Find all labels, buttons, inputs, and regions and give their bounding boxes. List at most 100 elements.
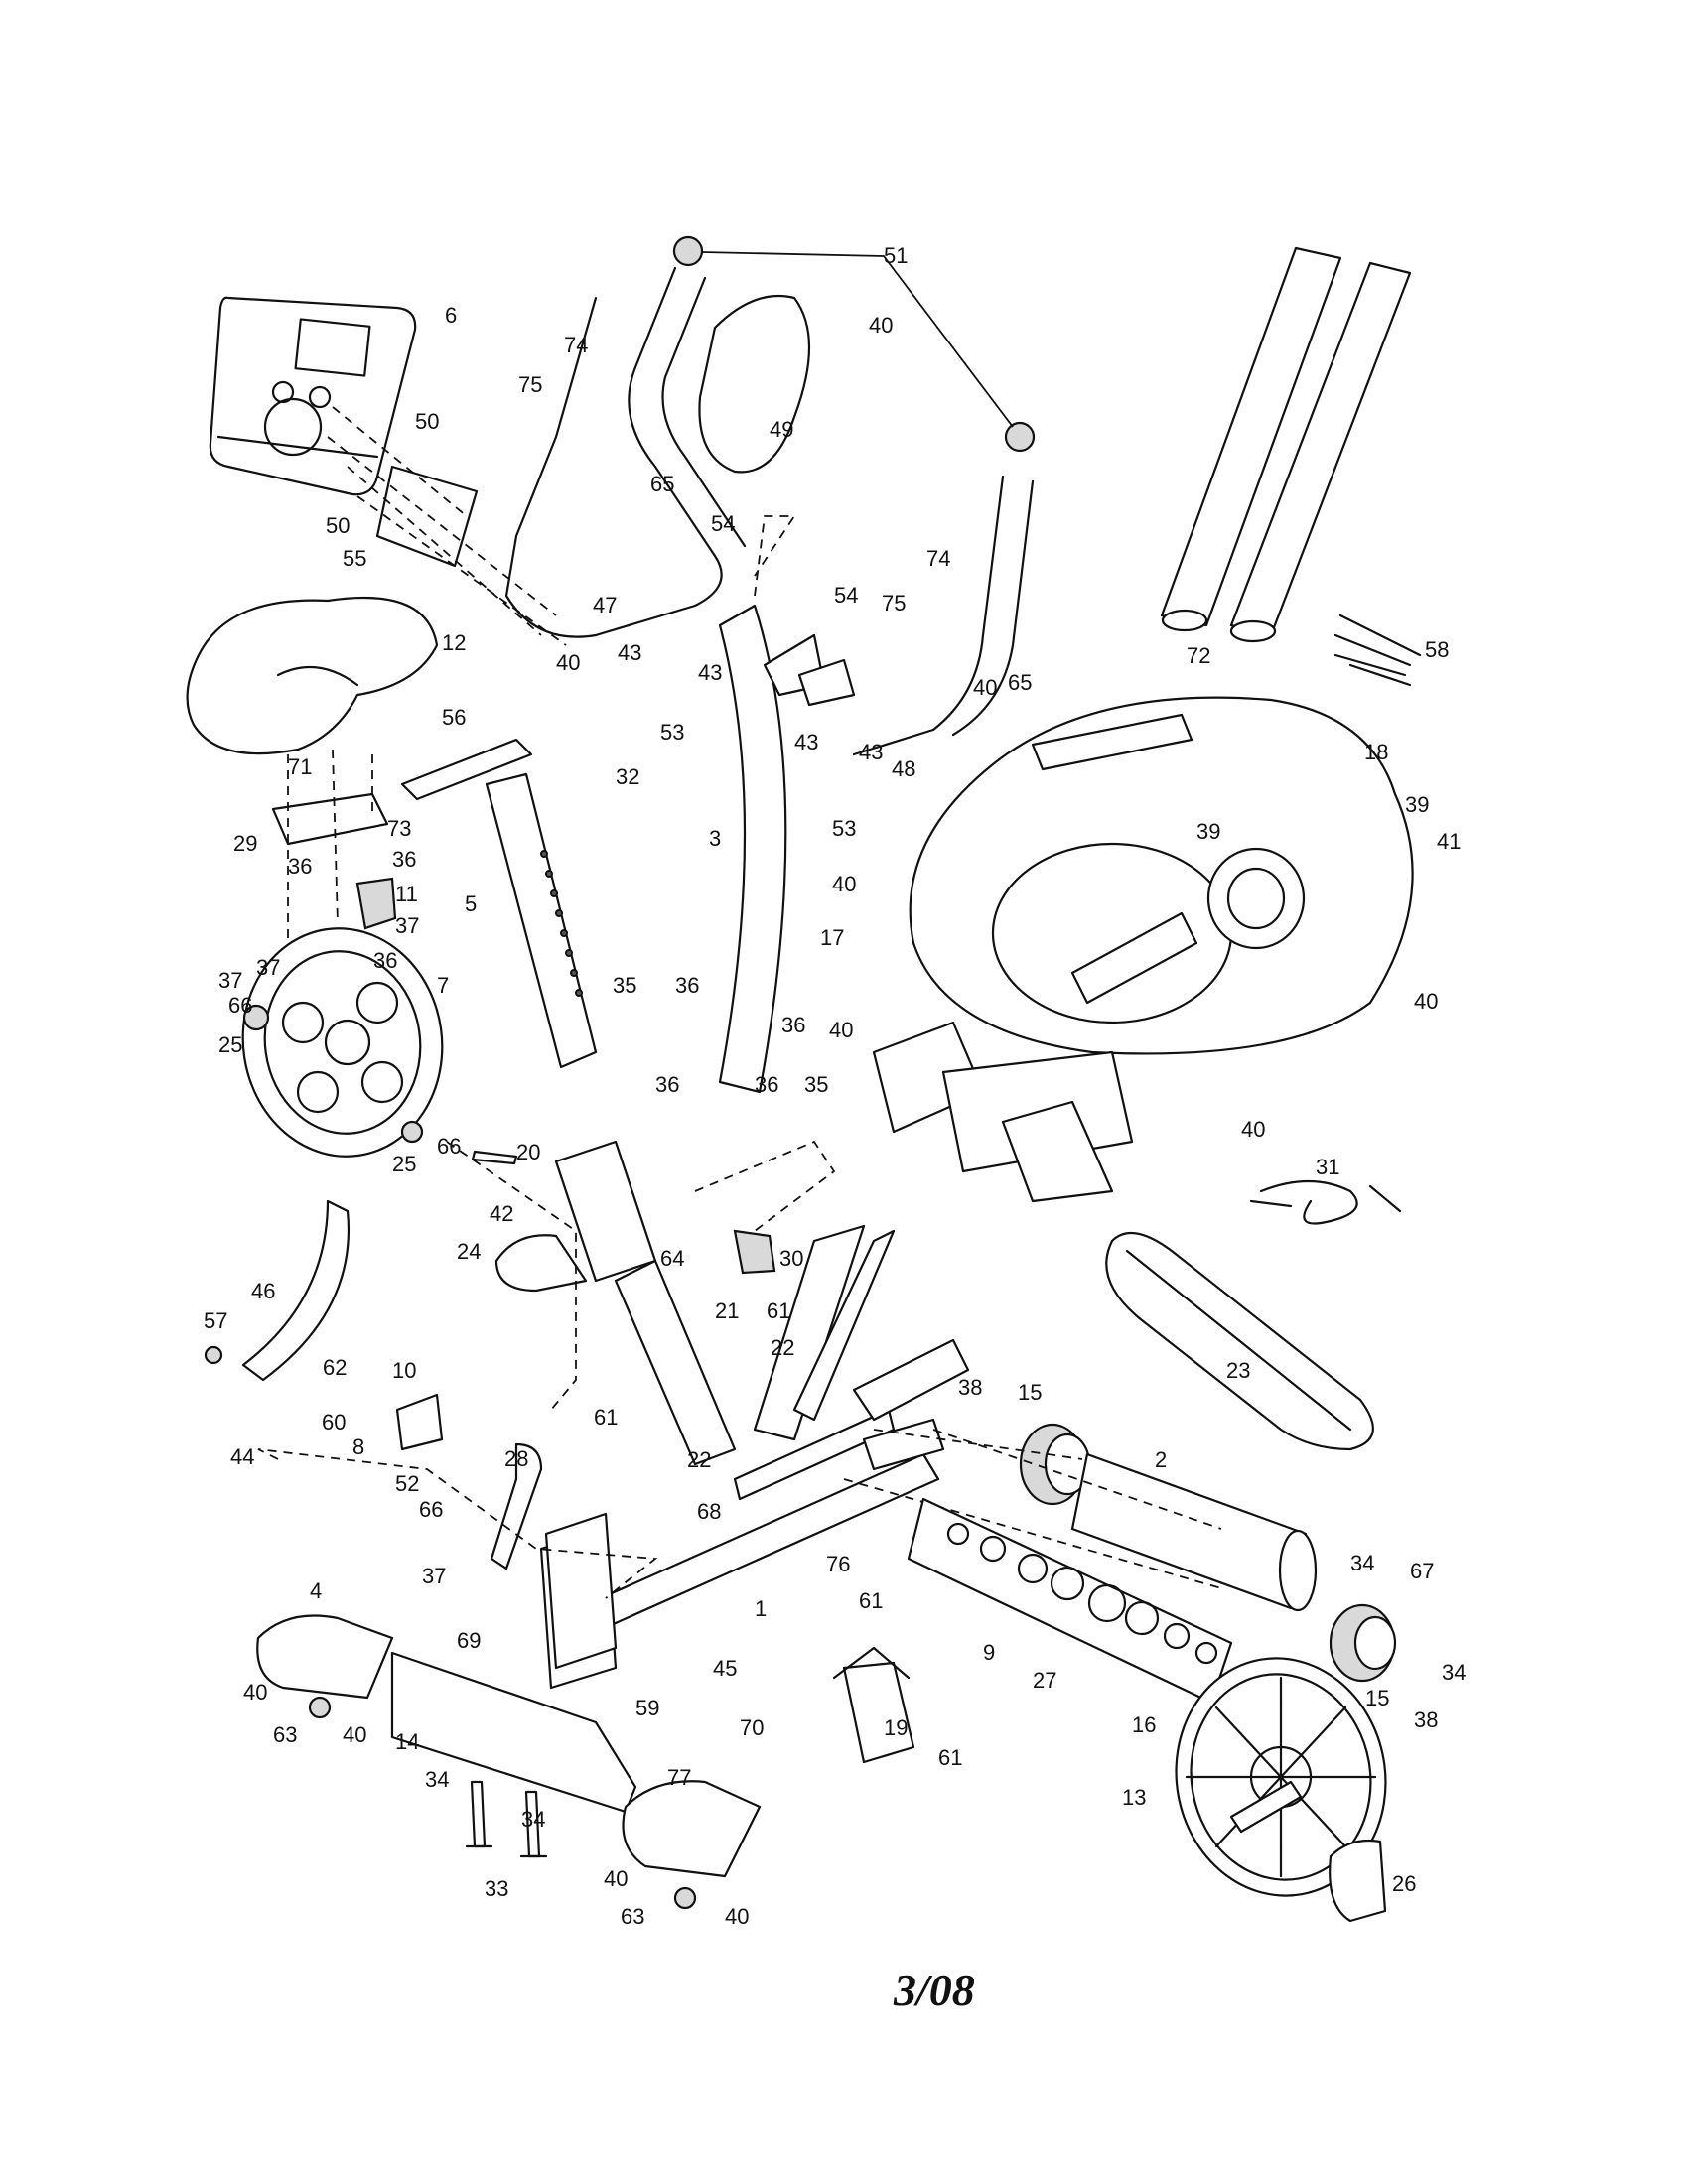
adjustment-knob-part-11 <box>355 877 397 930</box>
callout-72: 72 <box>1187 643 1210 668</box>
callout-51: 51 <box>884 243 908 268</box>
frame-tube-part-20 <box>554 1140 657 1283</box>
console-part-6 <box>209 296 417 496</box>
callout-15a: 15 <box>1018 1380 1042 1405</box>
seat-post-part-5 <box>485 772 598 1069</box>
callout-63a: 63 <box>273 1722 297 1747</box>
callout-40b: 40 <box>556 650 580 675</box>
callout-38a: 38 <box>958 1375 982 1400</box>
plate-part-1-mount <box>544 1512 618 1670</box>
callout-36f: 36 <box>655 1072 679 1097</box>
callout-73: 73 <box>387 816 411 841</box>
callout-16: 16 <box>1132 1712 1156 1737</box>
callout-43b: 43 <box>698 660 722 685</box>
callout-10: 10 <box>392 1358 416 1383</box>
callout-64: 64 <box>660 1246 684 1271</box>
bearing-part-25 <box>242 1004 270 1031</box>
callout-40c: 40 <box>973 675 997 700</box>
callout-63b: 63 <box>621 1904 644 1929</box>
callout-60: 60 <box>322 1410 346 1434</box>
shroud-part-17-18 <box>909 696 1414 1055</box>
callout-20: 20 <box>516 1140 540 1164</box>
callout-3: 3 <box>709 826 721 851</box>
callout-34d: 34 <box>521 1807 545 1832</box>
callout-65b: 65 <box>1008 670 1032 695</box>
seat-slider-part-56 <box>400 738 533 801</box>
callout-43a: 43 <box>618 640 641 665</box>
rear-stabilizer-part-14 <box>390 1651 637 1814</box>
callout-65a: 65 <box>650 472 674 496</box>
bottle-holder-part-49 <box>698 294 811 474</box>
callout-42: 42 <box>490 1201 513 1226</box>
callout-40f: 40 <box>829 1018 853 1042</box>
callout-61d: 61 <box>938 1745 962 1770</box>
callout-75a: 75 <box>518 372 542 397</box>
callout-54a: 54 <box>711 511 735 536</box>
drive-pulley-part-13 <box>1175 1657 1387 1897</box>
callout-46: 46 <box>251 1279 275 1303</box>
callout-70: 70 <box>740 1715 764 1740</box>
callout-40d: 40 <box>832 872 856 896</box>
callout-48: 48 <box>892 756 915 781</box>
callout-40g: 40 <box>1241 1117 1265 1142</box>
callout-1: 1 <box>755 1596 767 1621</box>
callout-19: 19 <box>884 1715 908 1740</box>
callout-35b: 35 <box>804 1072 828 1097</box>
bracket-part-28 <box>490 1442 543 1570</box>
callout-40i: 40 <box>343 1722 366 1747</box>
callout-36c: 36 <box>373 948 397 973</box>
callout-74b: 74 <box>926 546 950 571</box>
callout-61b: 61 <box>594 1405 618 1430</box>
callout-45: 45 <box>713 1656 737 1681</box>
callout-25a: 25 <box>218 1032 242 1057</box>
callout-32: 32 <box>616 764 639 789</box>
callout-62: 62 <box>323 1355 347 1380</box>
callout-77: 77 <box>667 1765 691 1790</box>
callout-4: 4 <box>310 1578 322 1603</box>
callout-44: 44 <box>230 1444 254 1469</box>
callout-6: 6 <box>445 303 457 328</box>
callout-36b: 36 <box>392 847 416 872</box>
pulse-wires-part-58 <box>1333 614 1422 687</box>
callout-40a: 40 <box>869 313 893 338</box>
callout-39b: 39 <box>1196 819 1220 844</box>
callout-14: 14 <box>395 1729 419 1754</box>
leveler-part-63a <box>308 1696 332 1719</box>
callout-66a: 66 <box>228 993 252 1018</box>
callout-71: 71 <box>288 754 312 779</box>
callout-34a: 34 <box>1350 1551 1374 1575</box>
callout-2: 2 <box>1155 1447 1167 1472</box>
callout-36a: 36 <box>288 854 312 879</box>
wire-harness-part-31 <box>1249 1179 1402 1225</box>
magnet-part-8 <box>395 1393 444 1451</box>
knob-part-30 <box>733 1229 776 1275</box>
bolt-part-33a <box>470 1780 487 1848</box>
callout-58: 58 <box>1425 637 1449 662</box>
brake-strap-part-46 <box>241 1199 350 1382</box>
callout-5: 5 <box>465 891 477 916</box>
end-cap-part-77 <box>622 1780 762 1878</box>
callout-50b: 50 <box>326 513 350 538</box>
seat-post-holes <box>540 850 583 997</box>
callout-25b: 25 <box>392 1152 416 1176</box>
handlebar-right-part-48 <box>852 475 1035 756</box>
callout-18: 18 <box>1364 740 1388 764</box>
callout-35a: 35 <box>613 973 636 998</box>
callout-47: 47 <box>593 593 617 617</box>
callout-21: 21 <box>715 1298 739 1323</box>
callout-37d: 37 <box>422 1564 446 1588</box>
callout-66b: 66 <box>437 1134 461 1159</box>
callout-53a: 53 <box>660 720 684 745</box>
callout-28: 28 <box>504 1446 528 1471</box>
callout-27: 27 <box>1033 1668 1056 1693</box>
seat-part-12 <box>186 596 439 755</box>
leveler-part-63b <box>673 1886 697 1910</box>
callout-34c: 34 <box>425 1767 449 1792</box>
callout-30: 30 <box>779 1246 803 1271</box>
callout-36d: 36 <box>675 973 699 998</box>
callout-55: 55 <box>343 546 366 571</box>
callout-68: 68 <box>697 1499 721 1524</box>
idler-part-15b <box>1329 1603 1397 1683</box>
callout-43c: 43 <box>794 730 818 754</box>
